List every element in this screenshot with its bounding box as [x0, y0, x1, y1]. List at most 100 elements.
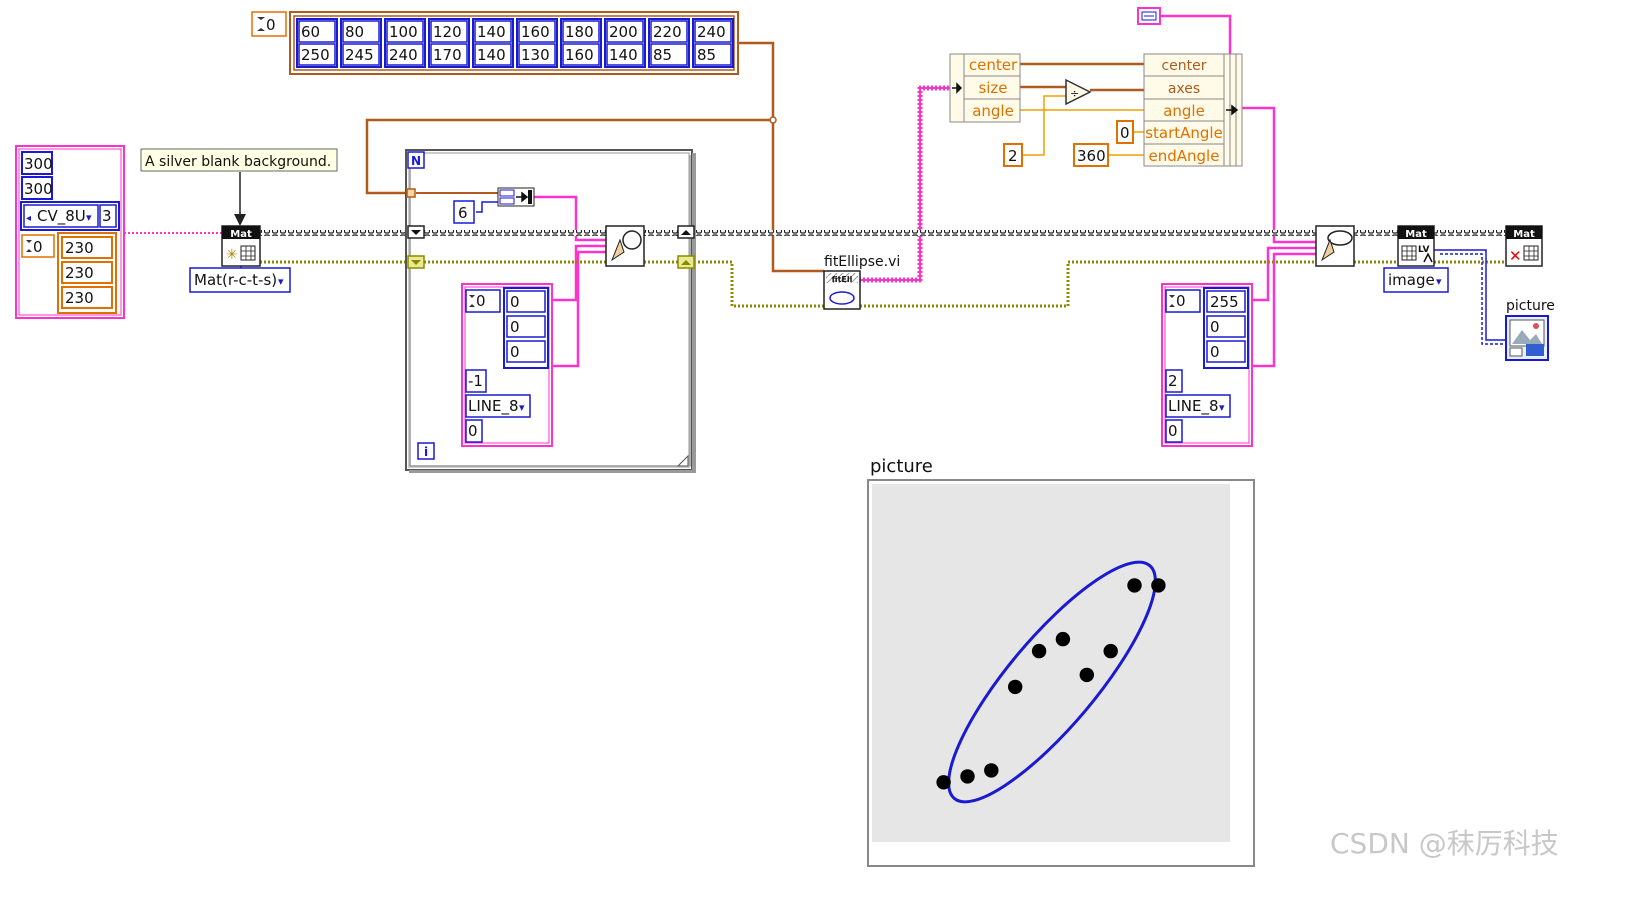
mat-constructor-node[interactable]: Mat ✳: [221, 225, 261, 270]
point-x-field[interactable]: [518, 20, 556, 43]
point-y-field[interactable]: [650, 43, 688, 66]
svg-text:2: 2: [1168, 372, 1178, 390]
point-x-field[interactable]: [474, 20, 512, 43]
indexing-tunnel[interactable]: [406, 188, 416, 198]
ellipse-node[interactable]: [1315, 225, 1355, 267]
radius-wire[interactable]: [476, 201, 498, 213]
plotted-point: [984, 763, 999, 778]
bundle-type-constant[interactable]: [1137, 7, 1161, 25]
mat-release-node[interactable]: Mat ✕: [1505, 225, 1543, 267]
svg-text:3: 3: [102, 207, 112, 225]
cols-field[interactable]: [21, 176, 53, 200]
unbundle-type-wire[interactable]: [1160, 14, 1232, 55]
ellipse-color-cluster[interactable]: 0 255 0 0 2 LINE_8 ▾ 0: [1161, 283, 1253, 447]
circle-color-wire[interactable]: [549, 244, 606, 302]
scalar-value-2[interactable]: [61, 286, 113, 309]
scalar-value-0[interactable]: [61, 236, 113, 259]
wires: [124, 14, 1506, 368]
point-x-field[interactable]: [606, 20, 644, 43]
point-node[interactable]: [497, 187, 535, 207]
svg-text:360: 360: [1077, 147, 1106, 165]
ellipse-params-bundle[interactable]: center axes angle startAngle endAngle: [1143, 53, 1243, 167]
picture-wire[interactable]: [1434, 249, 1506, 341]
points-loop-wire[interactable]: [365, 118, 773, 195]
divisor-wire[interactable]: [1022, 95, 1068, 156]
end-angle-constant[interactable]: 360: [1073, 143, 1109, 167]
ellipse-line-type[interactable]: [1165, 394, 1231, 418]
point-x-field[interactable]: [562, 20, 600, 43]
point-y-field[interactable]: [430, 43, 468, 66]
mat-chain-wire-1[interactable]: [260, 230, 410, 236]
points-wire[interactable]: [738, 41, 824, 273]
ellipse-params-wire[interactable]: [1240, 106, 1316, 244]
ellipse-thickness[interactable]: [1165, 369, 1183, 393]
point-x-field[interactable]: [298, 20, 336, 43]
picture-terminal[interactable]: [1505, 315, 1549, 361]
circle-color-index[interactable]: 0: [476, 292, 486, 310]
circle-line-type[interactable]: [465, 394, 531, 418]
type-ring[interactable]: [23, 204, 99, 228]
point-x-field[interactable]: [694, 20, 732, 43]
ellipse-shift[interactable]: [1165, 419, 1183, 443]
point-x-field[interactable]: [650, 20, 688, 43]
svg-text:Mat: Mat: [1513, 229, 1535, 240]
point-x-field[interactable]: [386, 20, 424, 43]
mat-constructor-selector[interactable]: Mat(r-c-t-s) ▾: [189, 267, 291, 293]
mat-chain-wire-3[interactable]: [1434, 230, 1506, 236]
scalar-index[interactable]: 0: [33, 238, 43, 256]
rows-field[interactable]: [21, 151, 53, 175]
circle-color-0[interactable]: [506, 290, 546, 313]
ellipse-color-index[interactable]: 0: [1176, 292, 1186, 310]
divisor-constant[interactable]: 2: [1003, 143, 1023, 167]
point-x-field[interactable]: [342, 20, 380, 43]
picture-points: [936, 578, 1166, 790]
picture-indicator[interactable]: [867, 479, 1255, 867]
point-x-value: 60: [301, 23, 320, 41]
points-array-constant[interactable]: 0 60250802451002401201701401401601301801…: [251, 11, 739, 75]
ellipse-color-1[interactable]: [1206, 315, 1246, 338]
start-angle-constant[interactable]: 0: [1116, 120, 1134, 144]
for-loop[interactable]: N i: [405, 149, 696, 473]
scalar-value-1[interactable]: [61, 261, 113, 284]
circle-color-1[interactable]: [506, 315, 546, 338]
point-x-field[interactable]: [430, 20, 468, 43]
loop-count-terminal[interactable]: [407, 151, 425, 169]
point-y-field[interactable]: [694, 43, 732, 66]
svg-text:6: 6: [458, 204, 468, 222]
circle-params-cluster[interactable]: 0 0 0 0 -1 LINE_8 ▾ 0: [461, 283, 553, 447]
ellipse-color-2[interactable]: [1206, 340, 1246, 363]
mat-chain-wire-2[interactable]: [694, 230, 1316, 236]
mat-convert-node[interactable]: Mat LV: [1397, 225, 1435, 267]
circle-thickness[interactable]: [465, 369, 487, 393]
point-y-field[interactable]: [386, 43, 424, 66]
center-point-wire[interactable]: [534, 195, 606, 242]
point-y-field[interactable]: [562, 43, 600, 66]
rotated-rect-wire[interactable]: [860, 85, 950, 283]
ellipse-line-wire[interactable]: [1250, 252, 1316, 368]
channels-field[interactable]: [99, 204, 117, 228]
rotated-rect-unbundle[interactable]: center size angle: [949, 53, 1021, 123]
error-wire-2[interactable]: [694, 260, 824, 308]
circle-color-2[interactable]: [506, 340, 546, 363]
arrow-right-icon: [516, 191, 529, 203]
ellipse-color-wire[interactable]: [1250, 246, 1316, 302]
point-y-field[interactable]: [298, 43, 336, 66]
convert-type-selector[interactable]: image ▾: [1383, 267, 1449, 293]
error-wire-3[interactable]: [860, 260, 1316, 308]
mat-size-type-cluster[interactable]: 300 300 ◂ CV_8U ▾ 3 0 230 230 230: [15, 145, 125, 319]
circle-shift[interactable]: [465, 419, 483, 443]
divide-node[interactable]: ÷: [1065, 78, 1092, 106]
comment-label[interactable]: A silver blank background.: [140, 148, 338, 172]
ellipse-color-0[interactable]: [1206, 290, 1246, 313]
points-array-index[interactable]: 0: [266, 16, 276, 34]
point-y-field[interactable]: [342, 43, 380, 66]
circle-node[interactable]: [605, 225, 645, 267]
circle-params-wire[interactable]: [549, 250, 606, 368]
radius-constant[interactable]: 6: [453, 200, 475, 224]
point-y-field[interactable]: [474, 43, 512, 66]
chevron-down-icon[interactable]: ▾: [86, 211, 92, 224]
point-y-field[interactable]: [518, 43, 556, 66]
fit-ellipse-node[interactable]: fitEll: [823, 270, 861, 310]
point-y-field[interactable]: [606, 43, 644, 66]
